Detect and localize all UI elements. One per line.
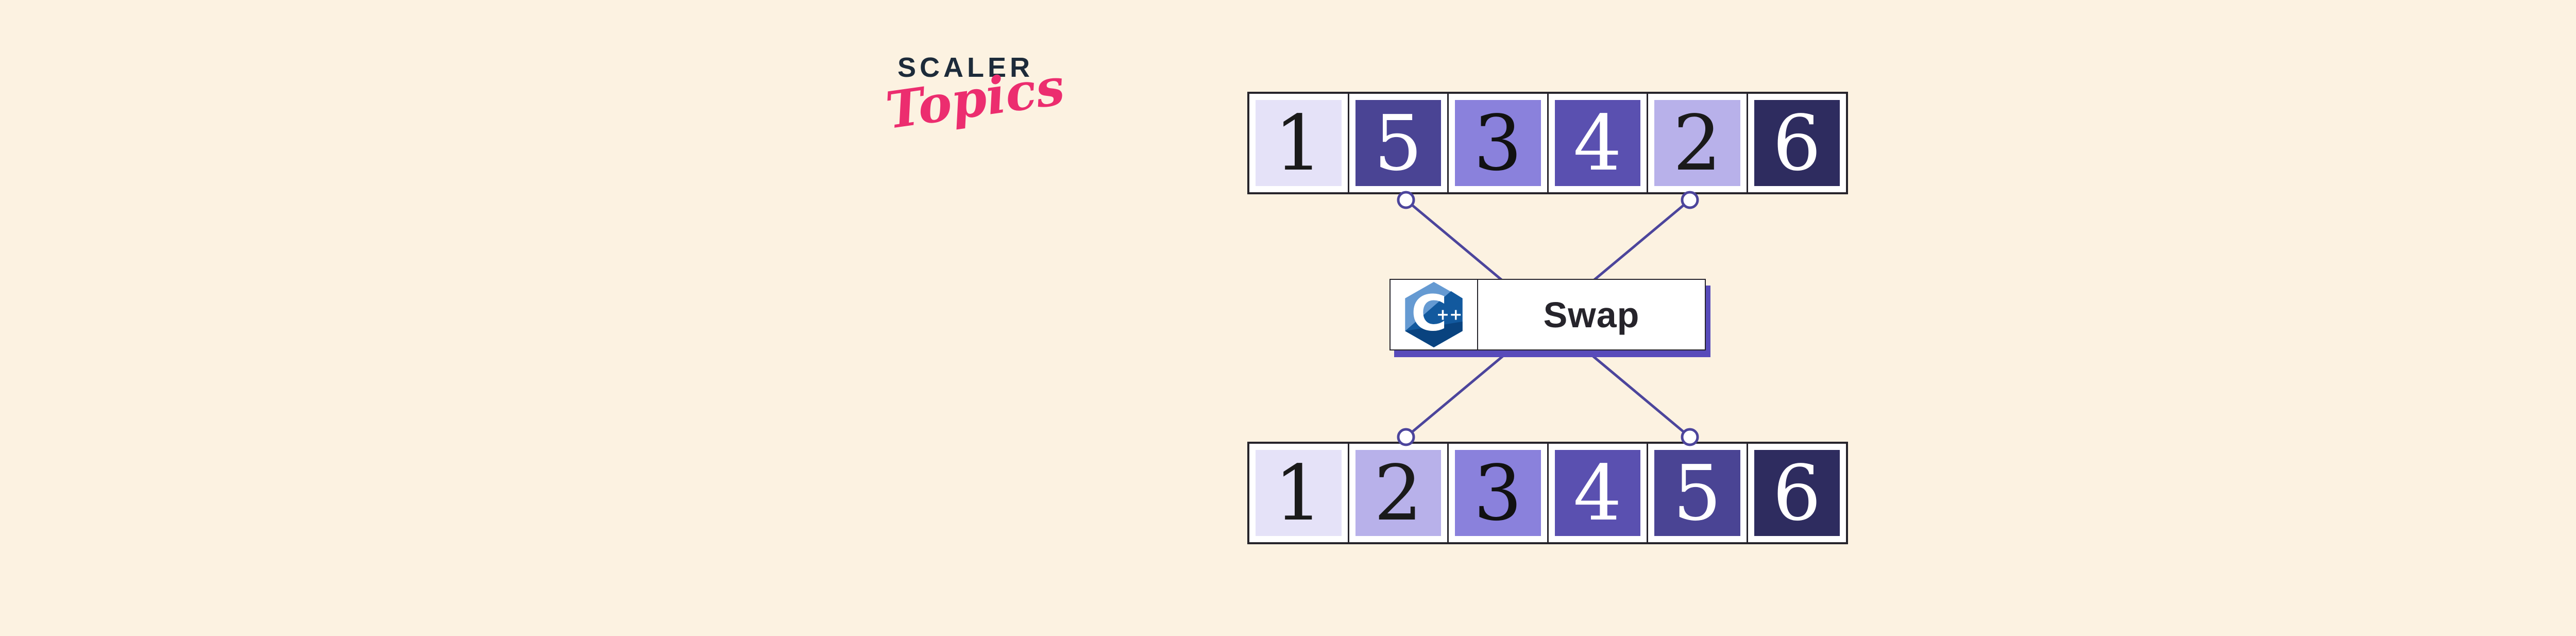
- array-cell: 3: [1449, 444, 1547, 542]
- array-cell: 2: [1349, 444, 1447, 542]
- connector-node-top-2: [1681, 191, 1699, 209]
- cpp-letter: C: [1411, 284, 1447, 342]
- array-cell-value: 2: [1355, 450, 1441, 536]
- array-cell-value: 3: [1455, 450, 1541, 536]
- array-cell: 5: [1648, 444, 1747, 542]
- array-cell: 4: [1548, 444, 1647, 542]
- brand-logo: SCALER Topics: [883, 52, 1068, 141]
- swap-box: C ++ Swap: [1389, 279, 1706, 350]
- brand-wordmark-scaler: SCALER: [897, 52, 1034, 83]
- array-cell-value: 1: [1256, 100, 1342, 186]
- cpp-hexagon-dark-face: [1405, 321, 1463, 347]
- cpp-logo-section: C ++: [1391, 280, 1478, 349]
- swap-label-section: Swap: [1478, 280, 1705, 349]
- array-cell: 1: [1249, 444, 1348, 542]
- array-cell-value: 5: [1654, 450, 1740, 536]
- connector-node-bottom-2: [1397, 428, 1415, 446]
- swap-label: Swap: [1543, 294, 1640, 335]
- array-cell-value: 6: [1754, 450, 1840, 536]
- array-cell: 4: [1548, 94, 1647, 192]
- connector-node-top-5: [1397, 191, 1415, 209]
- cpp-logo-icon: C ++: [1405, 282, 1463, 347]
- connector-node-bottom-5: [1681, 428, 1699, 446]
- array-cell: 3: [1449, 94, 1547, 192]
- array-cell-value: 5: [1355, 100, 1441, 186]
- array-cell: 6: [1748, 94, 1846, 192]
- array-cell-value: 1: [1256, 450, 1342, 536]
- array-cell-value: 4: [1554, 450, 1640, 536]
- array-cell-value: 6: [1754, 100, 1840, 186]
- array-cell-value: 3: [1455, 100, 1541, 186]
- array-cell: 1: [1249, 94, 1348, 192]
- array-cell-value: 4: [1554, 100, 1640, 186]
- cpp-plusplus: ++: [1436, 306, 1462, 324]
- array-cell: 2: [1648, 94, 1747, 192]
- array-cell-value: 2: [1654, 100, 1740, 186]
- array-cell: 5: [1349, 94, 1447, 192]
- array-cell: 6: [1748, 444, 1846, 542]
